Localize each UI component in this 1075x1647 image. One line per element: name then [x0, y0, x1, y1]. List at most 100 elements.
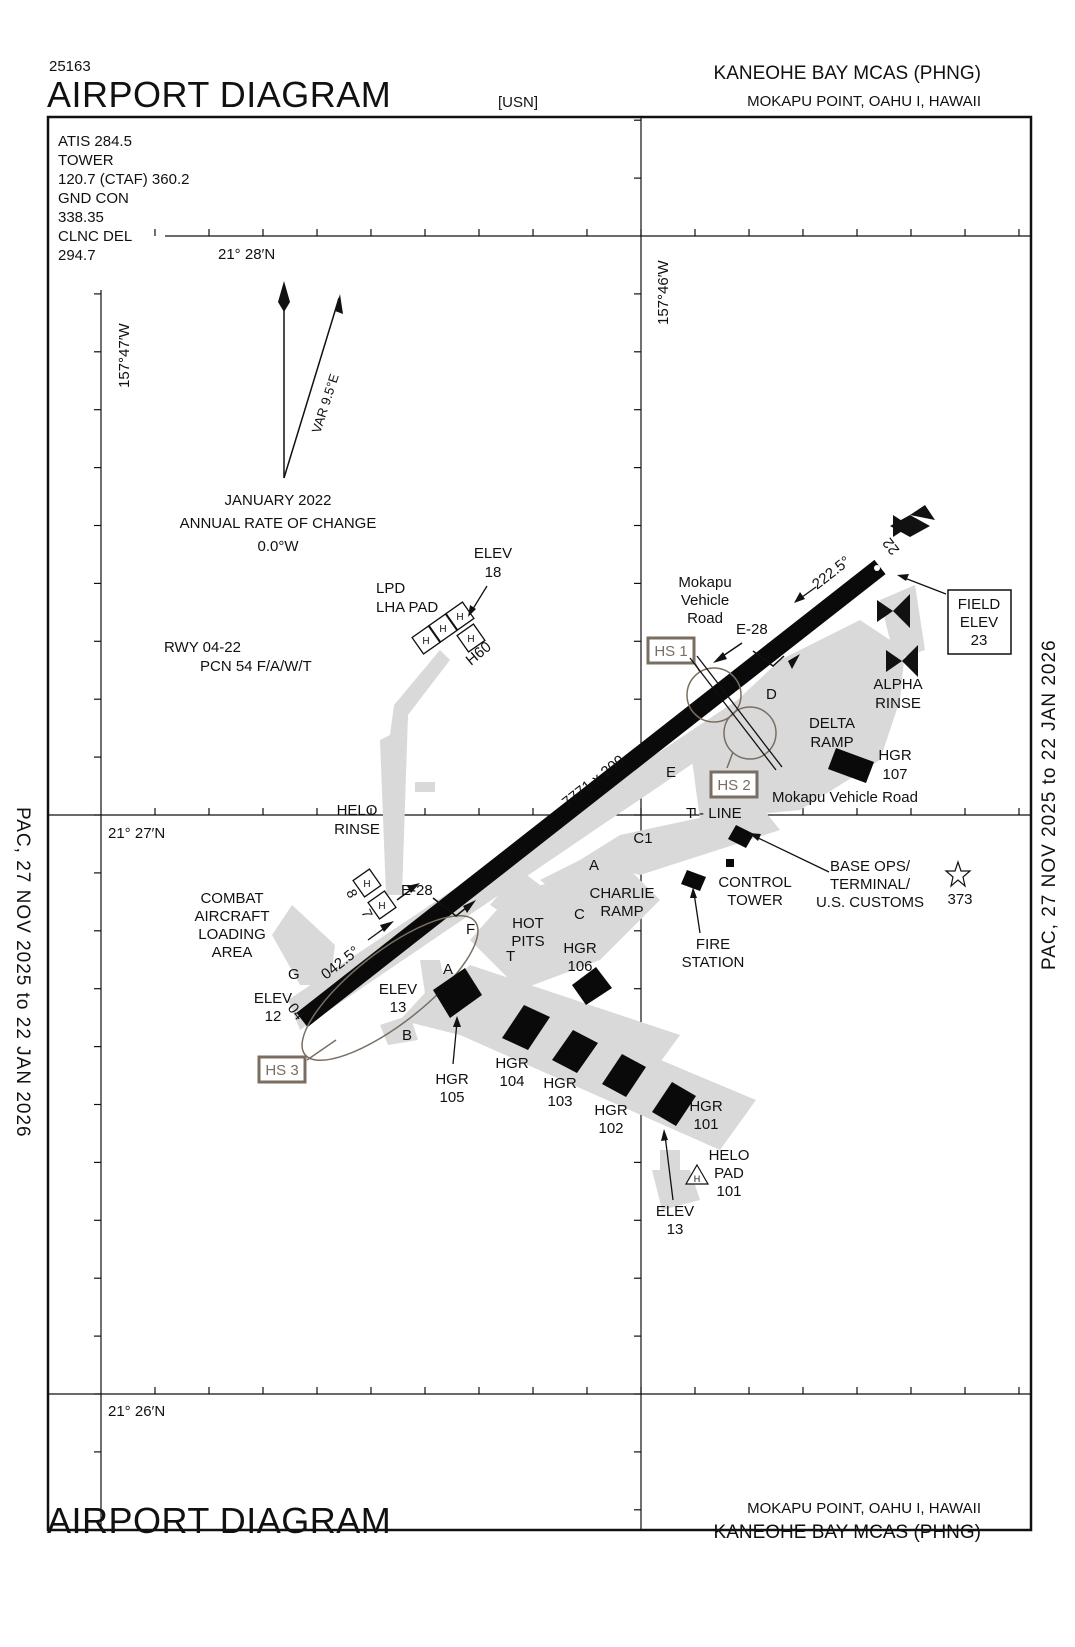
north-arrow	[278, 281, 290, 478]
t-line-ramp	[580, 805, 780, 875]
fire-station-label: FIRE	[696, 936, 730, 953]
lha-pad-spots	[352, 601, 486, 920]
helipad-icon	[456, 623, 486, 653]
windcone-icon	[893, 594, 910, 628]
helipad-mark: H	[456, 612, 463, 623]
charlie-ramp-label: RAMP	[600, 903, 643, 920]
leader-line	[901, 576, 947, 595]
grid-ticks	[94, 119, 1020, 1511]
service-label: [USN]	[498, 94, 539, 111]
arrow-icon	[713, 652, 727, 663]
hot-spot-2-box	[709, 770, 759, 799]
hangar-106-label: 106	[567, 958, 592, 975]
runway-end-marker	[874, 565, 880, 571]
taxiway-c-label: C	[574, 906, 585, 923]
arrow-icon	[897, 574, 909, 581]
hangar-102-label: 102	[598, 1120, 623, 1137]
windcone-icon	[886, 650, 902, 672]
helipad-mark: H	[467, 634, 474, 645]
elev-13b-label: ELEV	[656, 1203, 694, 1220]
airport-name: KANEOHE BAY MCAS (PHNG)	[713, 63, 981, 84]
frequency-block: ATIS 284.5 TOWER 120.7 (CTAF) 360.2 GND …	[58, 133, 189, 264]
arrow-icon	[468, 605, 476, 617]
hot-spot-3-ellipse	[301, 914, 479, 1062]
mokapu-vehicle-road	[689, 655, 783, 771]
buildings	[433, 748, 874, 1126]
e28-east-gear	[752, 650, 785, 667]
lha-elev-value: 18	[485, 564, 502, 581]
hot-spot-2-label: HS 2	[717, 777, 750, 794]
elev-13-value: 13	[390, 999, 407, 1016]
elev-13-label: ELEV	[379, 981, 417, 998]
helipad-mark: H	[439, 624, 446, 635]
helipad-mark: H	[363, 879, 370, 890]
taxiway-e-label: E	[666, 764, 676, 781]
runway-04-22	[296, 559, 886, 1028]
hangar-105	[433, 968, 482, 1018]
helo-pad-101-label: 101	[716, 1183, 741, 1200]
alpha-rinse-label: RINSE	[875, 695, 921, 712]
taxiway-d	[770, 650, 840, 700]
lpd-label: LPD	[376, 580, 405, 597]
field-elevation-box	[947, 589, 1012, 655]
combat-area-label: LOADING	[198, 926, 266, 943]
mokapu-road-label: Vehicle	[681, 592, 729, 609]
lon-left-label: 157°47′W	[116, 322, 133, 388]
taxiway-a-label: A	[589, 857, 599, 874]
leader-arrowheads	[453, 605, 761, 1141]
delta-ramp-label: DELTA	[809, 715, 855, 732]
footer-airport-name: KANEOHE BAY MCAS (PHNG)	[713, 1522, 981, 1543]
runway-pcn: PCN 54 F/A/W/T	[200, 658, 312, 675]
taxi-segment	[415, 782, 435, 792]
variation-rate: 0.0°W	[257, 538, 299, 555]
footer-location: MOKAPU POINT, OAHU I, HAWAII	[747, 1500, 981, 1517]
helipad-icon	[428, 613, 458, 643]
hot-spot-1-label: HS 1	[654, 643, 687, 660]
hangar-107-label: HGR	[878, 747, 912, 764]
control-tower-label: CONTROL	[718, 874, 791, 891]
helipad-markings: H H H H H H	[363, 612, 474, 912]
arrow-icon	[749, 833, 761, 841]
windcone-icon	[893, 515, 910, 537]
helipad-icon	[445, 601, 475, 631]
hangar-107-label: 107	[882, 766, 907, 783]
variation-rate-label: ANNUAL RATE OF CHANGE	[180, 515, 377, 532]
base-ops-label: TERMINAL/	[830, 876, 911, 893]
combat-area-label: COMBAT	[200, 890, 263, 907]
taxiway-f-label: F	[466, 921, 475, 938]
hangar-104-label: 104	[499, 1073, 524, 1090]
helipad-mark: H	[694, 1174, 701, 1184]
obstruction-height: 373	[947, 891, 972, 908]
mokapu-road-label: Mokapu	[678, 574, 731, 591]
hangar-107	[828, 748, 874, 783]
lat-bot-label: 21° 26′N	[108, 1403, 165, 1420]
taxi-segment	[396, 715, 404, 785]
delta-ramp-label: RAMP	[810, 734, 853, 751]
helipad-mark: H	[378, 901, 385, 912]
lat-mid-label: 21° 27′N	[108, 825, 165, 842]
hangar-101-label: HGR	[689, 1098, 723, 1115]
fire-station-label: STATION	[682, 954, 745, 971]
taxiway-c	[540, 850, 620, 900]
pad-8-label: 8	[343, 887, 361, 901]
alpha-rinse-pad	[880, 585, 925, 660]
hot-spots	[301, 657, 777, 1062]
arrow-icon	[453, 1016, 461, 1027]
runway-surface	[296, 559, 886, 1028]
helipad-icon	[411, 625, 441, 655]
taxiway-c1-label: C1	[633, 830, 652, 847]
helipad-icon	[367, 890, 397, 920]
base-ops-label: U.S. CUSTOMS	[816, 894, 924, 911]
helipad-mark: H	[422, 636, 429, 647]
pad-7-label: 7	[358, 907, 376, 921]
freq-line: 338.35	[58, 209, 104, 226]
chart-title: AIRPORT DIAGRAM	[47, 74, 392, 115]
obstruction-icon	[944, 860, 972, 888]
base-ops-building	[728, 825, 754, 848]
runway-end-04: 04	[284, 1000, 308, 1024]
freq-line: CLNC DEL	[58, 228, 132, 245]
runway-info: RWY 04-22	[164, 639, 241, 656]
hot-pits-label: HOT	[512, 915, 544, 932]
control-tower-icon	[726, 859, 734, 867]
